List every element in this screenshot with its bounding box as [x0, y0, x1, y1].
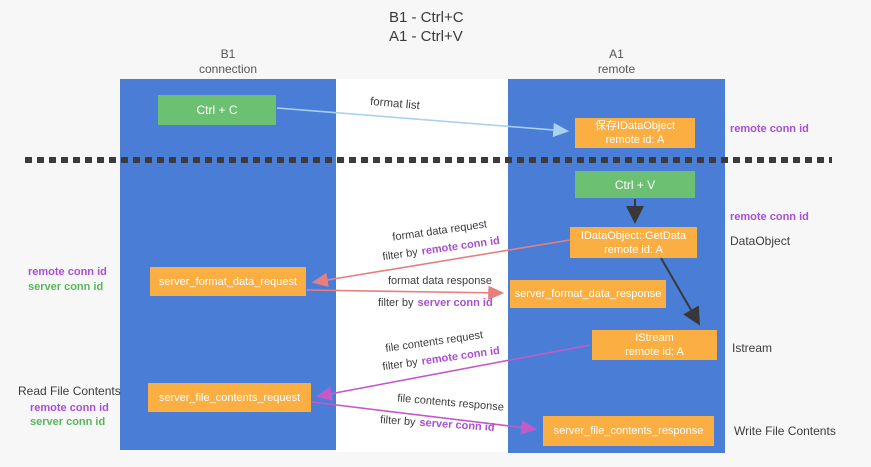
node-file-response-label: server_file_contents_response [553, 425, 704, 437]
node-istream-line2: remote id: A [625, 346, 684, 358]
annotation-istream: Istream [732, 341, 773, 355]
node-save-idataobject: 保存IDataObject remote id: A [575, 118, 695, 148]
annotation-dataobject: DataObject [730, 234, 791, 248]
annotation-read-file-contents: Read File Contents [18, 384, 121, 398]
node-server-format-data-response: server_format_data_response [510, 280, 666, 308]
node-server-file-contents-response: server_file_contents_response [543, 416, 714, 446]
annotation-left-remote-conn-2: remote conn id [30, 402, 109, 414]
lane-b1-name: B1 [220, 47, 236, 61]
node-file-request-label: server_file_contents_request [158, 391, 301, 404]
lane-header-b1: B1 connection [120, 47, 336, 77]
node-istream-line1: IStream [635, 332, 674, 344]
phase-divider-dashed-line [25, 157, 832, 163]
lane-header-a1: A1 remote [508, 47, 725, 77]
node-ctrl-c: Ctrl + C [158, 95, 276, 125]
lane-a1-role: remote [597, 62, 636, 76]
annotation-remote-conn-id-top: remote conn id [730, 123, 809, 135]
annotation-left-server-conn-1: server conn id [28, 281, 104, 293]
node-format-response-label: server_format_data_response [514, 288, 662, 300]
node-ctrl-v: Ctrl + V [575, 171, 695, 198]
diagram-title: B1 - Ctrl+C A1 - Ctrl+V [389, 8, 464, 46]
node-format-request-label: server_format_data_request [158, 275, 298, 288]
filter-prefix: filter by [378, 297, 414, 309]
node-ctrl-c-label: Ctrl + C [196, 103, 238, 117]
filter-prefix: filter by [379, 414, 416, 429]
node-server-format-data-request: server_format_data_request [150, 267, 306, 296]
annotation-left-server-conn-2: server conn id [30, 416, 106, 428]
node-idataobject-getdata: IDataObject::GetData remote id: A [570, 227, 697, 258]
title-line-2: A1 - Ctrl+V [389, 28, 463, 45]
node-getdata-line1: IDataObject::GetData [580, 229, 687, 242]
annotation-left-remote-conn-1: remote conn id [28, 266, 107, 278]
title-line-1: B1 - Ctrl+C [389, 9, 464, 26]
filter-highlight-server: server conn id [417, 297, 493, 309]
node-istream: IStream remote id: A [592, 330, 717, 360]
node-save-line1: 保存IDataObject [594, 120, 676, 132]
lane-a1-name: A1 [609, 47, 624, 61]
node-server-file-contents-request: server_file_contents_request [148, 383, 311, 412]
annotation-write-file-contents: Write File Contents [734, 424, 836, 438]
node-ctrl-v-label: Ctrl + V [614, 177, 656, 192]
node-getdata-line2: remote id: A [604, 243, 663, 256]
label-format-data-response: format data response [388, 275, 492, 287]
lane-b1-role: connection [198, 62, 258, 76]
node-save-line2: remote id: A [605, 134, 665, 146]
annotation-remote-conn-id-mid: remote conn id [730, 211, 809, 223]
